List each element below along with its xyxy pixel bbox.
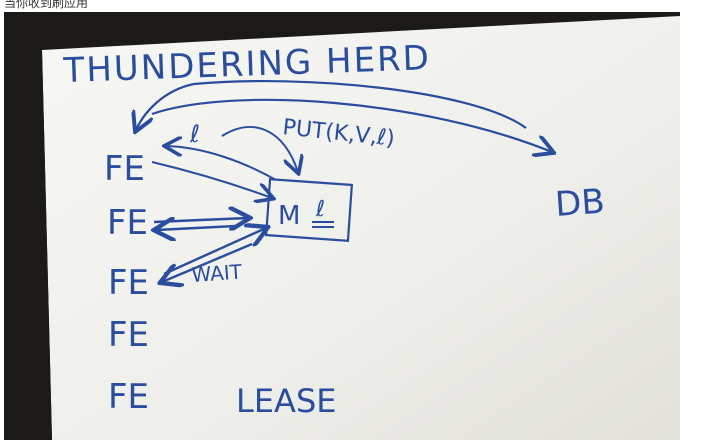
- arrow-put-to-cache: [221, 126, 298, 172]
- fe-label-3: FE: [108, 263, 149, 303]
- arrow-cache-to-fe3: [162, 242, 253, 282]
- lease-symbol-fe: ℓ: [189, 120, 200, 148]
- fe-label-5: FE: [108, 377, 149, 417]
- wait-label: WAIT: [191, 259, 244, 287]
- arrow-cache-to-fe1: [166, 146, 277, 181]
- arrow-fe1-to-cache: [151, 161, 272, 198]
- caption-text: 当你收到刷应用: [4, 0, 89, 10]
- arrow-fe-to-db: [151, 98, 552, 152]
- fe-label-2: FE: [107, 203, 148, 243]
- lease-symbol-cache: ℓ: [315, 197, 325, 222]
- fe-label-1: FE: [104, 149, 145, 189]
- board-edge-shadow: [4, 12, 52, 440]
- whiteboard: THUNDERING HERD FE FE FE FE FE DB PUT(K,…: [4, 12, 680, 440]
- cache-box: [264, 178, 354, 242]
- fe-label-4: FE: [108, 315, 149, 355]
- video-frame: THUNDERING HERD FE FE FE FE FE DB PUT(K,…: [4, 12, 680, 440]
- arrow-cache-to-fe2: [156, 226, 237, 230]
- arrow-db-to-fe: [136, 80, 527, 130]
- cache-label: M: [278, 201, 300, 231]
- whiteboard-surface: [42, 16, 680, 440]
- lease-label: LEASE: [236, 382, 336, 420]
- db-label: DB: [554, 182, 606, 225]
